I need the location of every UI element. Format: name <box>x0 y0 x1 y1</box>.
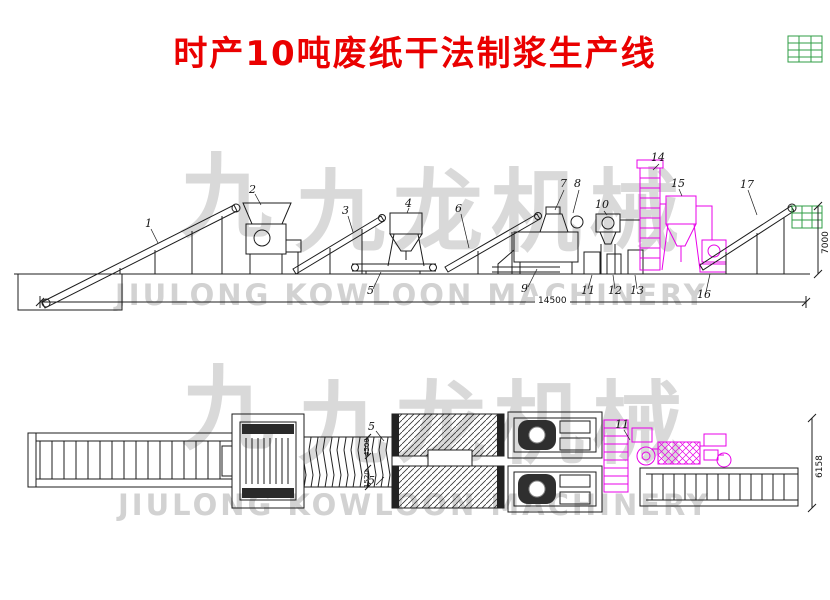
part-label-16: 16 <box>697 288 711 301</box>
part-label-12: 12 <box>608 284 622 297</box>
dim-total-length: 14500 <box>535 296 570 306</box>
inclined-conveyor-1 <box>41 203 241 309</box>
plan-label-5b: 5 <box>368 474 375 487</box>
screen-separator-7-8 <box>492 206 584 274</box>
surge-bin-4 <box>387 212 425 267</box>
part-label-8: 8 <box>574 177 581 190</box>
watermark-brand-en-top: JIULONG KOWLOON MACHINERY <box>115 278 708 312</box>
plan-feeder-crusher <box>221 413 305 509</box>
discharge-conveyor-5 <box>351 263 437 274</box>
dim-plan-width: 6158 <box>815 455 825 478</box>
plan-pulper-units <box>507 411 603 513</box>
page-title: 时产10吨废纸干法制浆生产线 <box>173 34 657 74</box>
feed-pit <box>17 274 123 311</box>
part-label-1: 1 <box>145 217 152 230</box>
part-label-17: 17 <box>740 178 754 191</box>
part-label-15: 15 <box>671 177 685 190</box>
part-label-14: 14 <box>651 151 665 164</box>
crusher-2 <box>242 202 302 274</box>
part-label-11: 11 <box>581 284 595 297</box>
plan-dimension-lines <box>364 413 817 513</box>
plan-label-11: 11 <box>615 418 629 431</box>
part-label-6: 6 <box>455 202 462 215</box>
side-view <box>14 35 823 311</box>
part-label-13: 13 <box>630 284 644 297</box>
part-label-4: 4 <box>405 197 412 210</box>
dim-plan-seg-b: 1520 <box>363 470 371 488</box>
plan-conveyor-right <box>639 467 799 507</box>
part-label-3: 3 <box>342 204 349 217</box>
part-label-7: 7 <box>560 177 567 190</box>
inclined-conveyor-17 <box>699 203 797 274</box>
support-bases-11-12-13 <box>583 249 644 275</box>
side-dimension-lines <box>35 201 823 308</box>
part-label-2: 2 <box>249 183 256 196</box>
plan-screen-drums <box>391 413 505 509</box>
plan-magenta-equipment <box>603 419 732 493</box>
inclined-conveyor-6 <box>444 212 542 274</box>
plan-conveyor-left <box>27 432 233 488</box>
leader-lines <box>150 163 758 486</box>
fan-unit-10 <box>595 213 640 274</box>
part-label-5: 5 <box>367 284 374 297</box>
inclined-conveyor-3 <box>292 214 386 275</box>
watermark-logo-bottom: 九 <box>182 356 275 463</box>
magenta-drying-tower-14-15-16 <box>636 159 727 273</box>
part-label-9: 9 <box>521 282 528 295</box>
plan-view <box>27 411 817 513</box>
dim-height: 7000 <box>821 231 830 254</box>
spec-table-corner <box>787 35 823 63</box>
plan-chevron-belt-5 <box>303 436 393 488</box>
part-label-10: 10 <box>595 198 609 211</box>
spec-table-side <box>791 205 823 229</box>
dim-plan-seg-a: 4500 <box>363 438 371 456</box>
plan-label-5a: 5 <box>368 420 375 433</box>
